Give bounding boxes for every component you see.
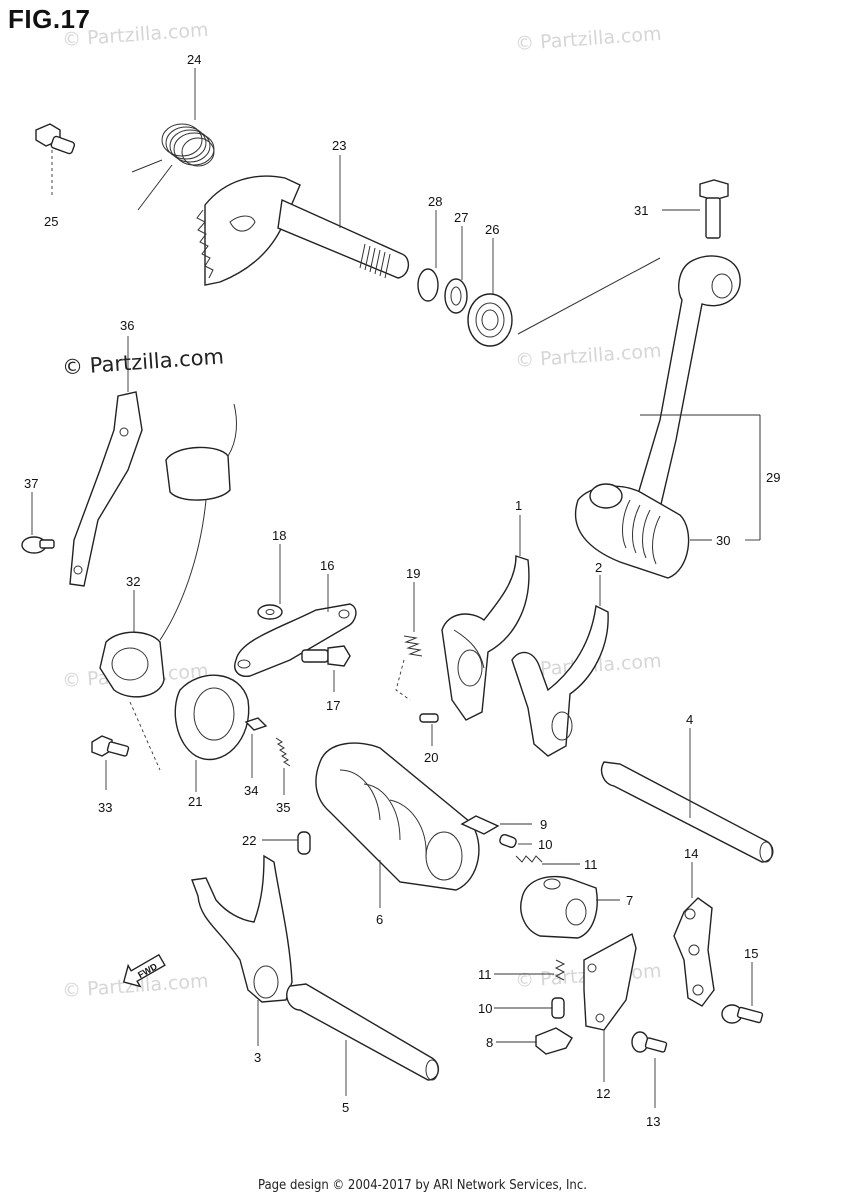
part-31-bolt — [662, 179, 729, 239]
callout-18: 18 — [272, 528, 286, 543]
part-19-spring — [395, 582, 423, 701]
part-33-bolt — [91, 735, 130, 790]
callout-36: 36 — [120, 318, 134, 333]
callout-9: 9 — [540, 817, 547, 832]
part-37-bolt — [21, 492, 55, 554]
callout-32: 32 — [126, 574, 140, 589]
callout-2: 2 — [595, 560, 602, 575]
callout-28: 28 — [428, 194, 442, 209]
callout-23: 23 — [332, 138, 346, 153]
part-5-fork-shaft — [286, 983, 439, 1096]
part-17-bolt — [301, 645, 351, 692]
callout-29: 29 — [766, 470, 780, 485]
part-28-circlip — [417, 210, 439, 302]
part-22-pin — [262, 831, 311, 855]
part-6-gearshift-cam — [315, 742, 480, 908]
callout-labels: 1 2 3 4 5 6 7 8 9 10 10 11 11 12 13 14 1… — [24, 52, 780, 1129]
part-1-shift-fork — [441, 515, 530, 721]
callout-33: 33 — [98, 800, 112, 815]
callout-5: 5 — [342, 1100, 349, 1115]
part-12-cam-guide — [583, 932, 637, 1082]
callout-15: 15 — [744, 946, 758, 961]
footer-copyright: Page design © 2004-2017 by ARI Network S… — [258, 1178, 587, 1193]
callout-1: 1 — [515, 498, 522, 513]
part-36-plate — [69, 336, 143, 587]
callout-13: 13 — [646, 1114, 660, 1129]
part-35-spring — [275, 737, 291, 795]
part-26-bearing — [467, 238, 661, 347]
part-20-pin — [419, 713, 439, 746]
part-7-cam-gear — [520, 875, 620, 939]
part-34-pin — [244, 717, 268, 778]
callout-27: 27 — [454, 210, 468, 225]
part-10-pin-lower — [494, 997, 565, 1019]
callout-24: 24 — [187, 52, 201, 67]
part-15-screw — [721, 962, 764, 1024]
callout-37: 37 — [24, 476, 38, 491]
callout-26: 26 — [485, 222, 499, 237]
part-11-spring-upper — [515, 855, 580, 865]
callout-14: 14 — [684, 846, 698, 861]
part-2-shift-fork — [511, 575, 609, 757]
callout-10-upper: 10 — [538, 837, 552, 852]
callout-4: 4 — [686, 712, 693, 727]
callout-22: 22 — [242, 833, 256, 848]
callout-35: 35 — [276, 800, 290, 815]
part-23-gearshift-shaft — [196, 155, 409, 286]
callout-3: 3 — [254, 1050, 261, 1065]
callout-34: 34 — [244, 783, 258, 798]
part-16-stopper-arm — [234, 574, 357, 677]
part-9-pin — [460, 815, 532, 835]
part-14-pawl-lifter — [673, 862, 715, 1007]
callout-11-upper: 11 — [584, 857, 598, 872]
part-10-pin-upper — [499, 833, 532, 849]
callout-10-lower: 10 — [478, 1001, 492, 1016]
callout-25: 25 — [44, 214, 58, 229]
callout-30: 30 — [716, 533, 730, 548]
callout-20: 20 — [424, 750, 438, 765]
callout-19: 19 — [406, 566, 420, 581]
part-29-gearshift-lever — [619, 255, 761, 561]
part-25-bolt — [35, 123, 76, 195]
part-3-shift-fork — [191, 854, 293, 1046]
callout-31: 31 — [634, 203, 648, 218]
callout-7: 7 — [626, 893, 633, 908]
callout-16: 16 — [320, 558, 334, 573]
part-8-pawl — [496, 1027, 573, 1055]
arrow-forward-icon — [122, 953, 166, 988]
part-4-fork-shaft — [600, 728, 774, 863]
callout-11-lower: 11 — [478, 967, 492, 982]
part-13-screw — [631, 1031, 668, 1108]
figure-title: FIG.17 — [8, 4, 91, 34]
callout-17: 17 — [326, 698, 340, 713]
callout-12: 12 — [596, 1086, 610, 1101]
part-24-spring — [131, 68, 215, 211]
callout-21: 21 — [188, 794, 202, 809]
part-21-cam-stopper — [174, 674, 250, 792]
part-30-footrest-rubber — [574, 483, 712, 579]
part-32-gear-position-switch — [99, 403, 237, 771]
callout-8: 8 — [486, 1035, 493, 1050]
part-27-washer — [444, 226, 468, 314]
fwd-direction-marker: FWD — [122, 953, 166, 988]
part-11-spring-lower — [494, 959, 566, 981]
callout-6: 6 — [376, 912, 383, 927]
part-18-washer — [257, 544, 283, 620]
